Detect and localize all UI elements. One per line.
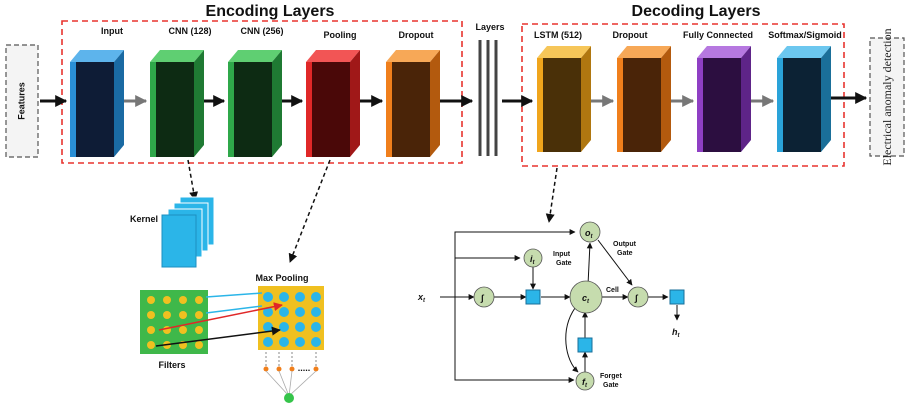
connector-red [158,302,283,331]
layer-label-softmax: Softmax/Sigmoid [768,30,842,40]
forget-gate-label-2: Gate [603,382,619,389]
output-gate-label-2: Gate [617,250,633,257]
forget-gate-label-1: Forget [600,373,622,380]
output-box [869,37,905,157]
decoding-group-box [521,23,845,167]
pool-converge-lines [265,370,317,397]
encoding-group-box [61,20,463,164]
lstm-h-label: ht [672,327,681,339]
pooling-block [306,50,360,157]
input-block [70,50,124,157]
cnn256-block [228,50,282,157]
maxpool-grid [258,286,324,350]
lstm-x-label: xt [417,292,426,304]
softmax-block [777,46,831,152]
lstm-o-label: ot [585,228,594,240]
layer-label-cnn256: CNN (256) [240,26,283,36]
decoding-title: Decoding Layers [632,3,761,20]
maxpool-label: Max Pooling [255,273,308,283]
layer-label-dropout: Dropout [399,30,434,40]
dashed-arrow-maxpool [288,159,331,263]
dashed-arrow-lstm-cell [545,167,558,223]
dropout-block [386,50,440,157]
kernel-label: Kernel [130,214,158,224]
layer-label-dropout2: Dropout [613,30,648,40]
features-box [5,44,39,158]
cell-label: Cell [606,287,619,294]
lstm-block [537,46,591,152]
dashed-arrow-kernel [187,159,199,201]
kernel-stack [161,196,215,268]
filters-label: Filters [158,360,185,370]
connector-black [155,326,281,347]
lstm-integral-1-label: ∫ [480,293,485,303]
input-gate-label-2: Gate [556,260,572,267]
output-gate-label-1: Output [613,241,637,248]
lstm-forget-gate-square [577,337,593,353]
cnn128-block [150,50,204,157]
input-gate-label-1: Input [553,251,571,258]
encoding-title: Encoding Layers [206,3,335,20]
layer-label-pooling: Pooling [324,30,357,40]
layer-label-lstm: LSTM (512) [534,30,582,40]
connector-filter-pool-2 [205,305,263,314]
lstm-cell-diagram [440,229,680,383]
output-label: Electrical anomaly detection [880,28,894,165]
layers-bars [478,40,498,156]
lstm-i-label: it [530,254,536,266]
pool-dots-label: ..... [298,363,311,373]
lstm-node-integral-1 [473,286,495,308]
lstm-node-i [523,248,543,268]
dropout2-block [617,46,671,152]
lstm-input-gate-square [525,289,541,305]
middle-layers-label: Layers [475,22,504,32]
lstm-node-integral-2 [627,286,649,308]
pool-output-node [284,393,294,403]
lstm-f-label: ft [582,377,588,389]
layer-label-input: Input [101,26,123,36]
features-label: Features [16,82,26,120]
lstm-node-c [569,280,603,314]
lstm-node-o [579,221,601,243]
lstm-integral-2-label: ∫ [634,293,639,303]
layer-label-fully-connected: Fully Connected [683,30,753,40]
lstm-output-gate-square [669,289,685,305]
pool-output-nodes [263,366,319,372]
lstm-c-label: ct [582,293,590,305]
fully-connected-block [697,46,751,152]
lstm-node-f [575,371,595,391]
connector-filter-pool-1 [205,292,263,298]
layer-label-cnn128: CNN (128) [168,26,211,36]
